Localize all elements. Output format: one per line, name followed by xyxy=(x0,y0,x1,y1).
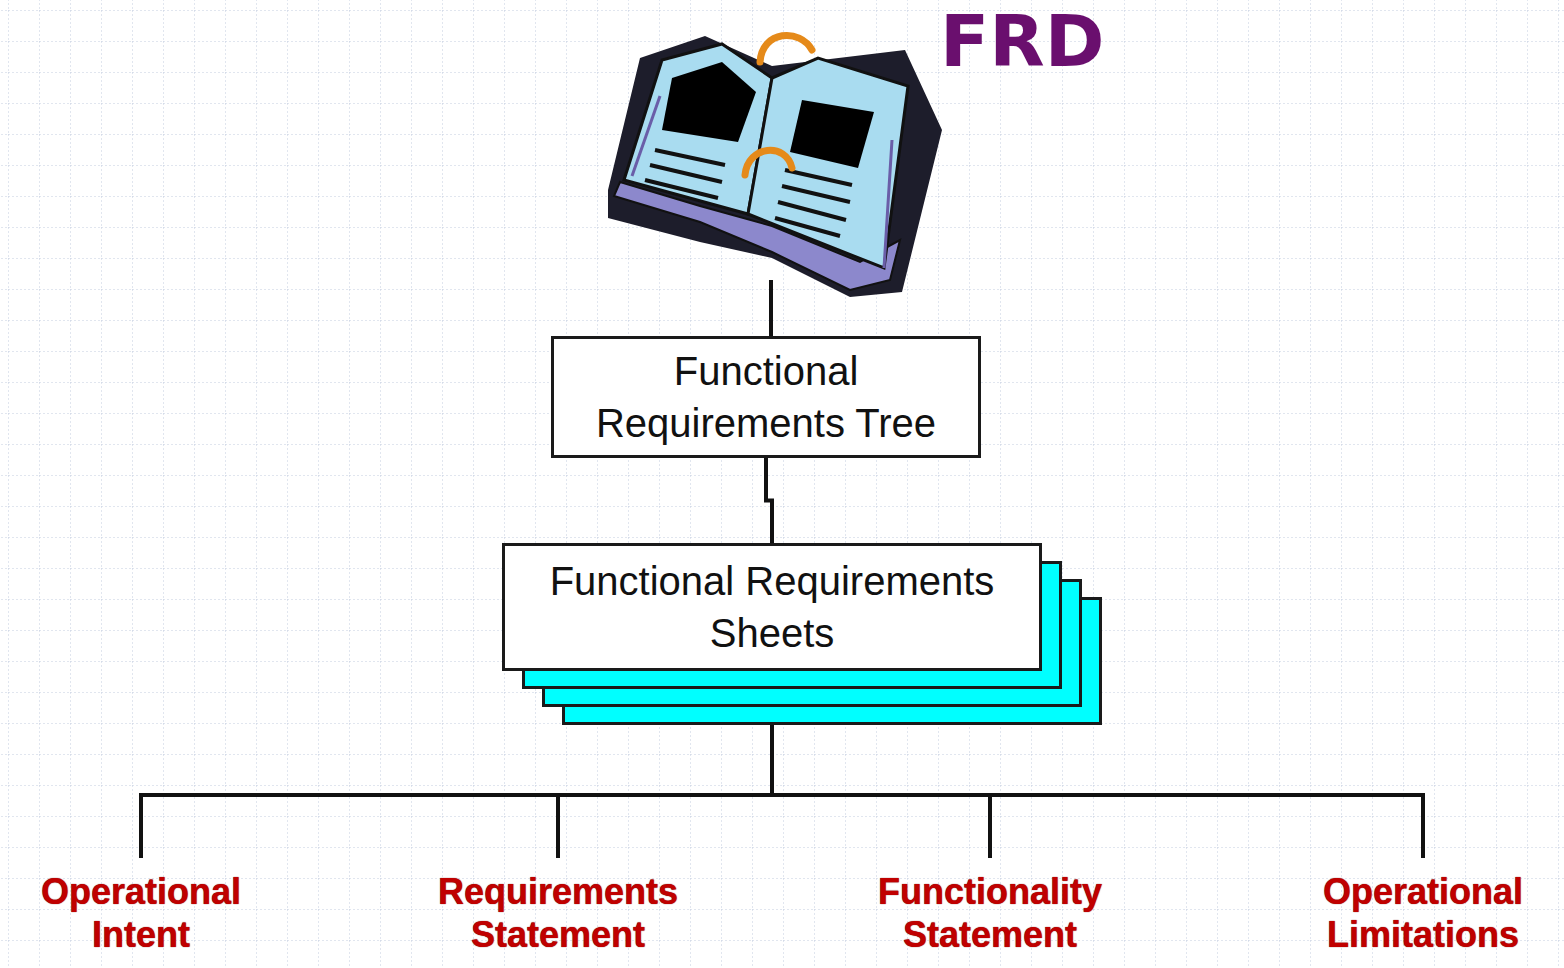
tree-box: Functional Requirements Tree xyxy=(551,336,981,458)
left-page xyxy=(624,44,772,214)
branch-label: Operational Limitations xyxy=(1288,870,1558,956)
diagram-title: FRD xyxy=(940,2,1104,81)
branch-label: Operational Intent xyxy=(6,870,276,956)
branch-text: Functionality Statement xyxy=(850,870,1130,956)
left-picture xyxy=(662,62,756,142)
box-text: Functional Requirements Sheets xyxy=(511,555,1033,659)
right-page xyxy=(748,58,908,268)
tree-connector xyxy=(141,725,772,858)
branch-text: Requirements Statement xyxy=(418,870,698,956)
page-shade xyxy=(632,96,892,268)
book-line xyxy=(769,280,773,336)
branch-text: Operational Limitations xyxy=(1288,870,1558,956)
tree-connector xyxy=(766,458,772,543)
sheets-stack: Functional Requirements Sheets xyxy=(502,543,1102,725)
branch-text: Operational Intent xyxy=(6,870,276,956)
requirements-box: Functional Requirements Tree xyxy=(551,336,981,458)
box-text: Functional Requirements Tree xyxy=(560,345,972,449)
right-picture xyxy=(790,100,874,168)
binder-rings xyxy=(745,35,812,175)
tree-connector xyxy=(558,725,772,858)
tree-connector xyxy=(772,725,1423,858)
requirements-box: Functional Requirements Sheets xyxy=(502,543,1042,671)
branch-label: Functionality Statement xyxy=(850,870,1130,956)
tree-connector xyxy=(772,725,990,858)
branch-label: Requirements Statement xyxy=(418,870,698,956)
text-lines xyxy=(645,150,852,236)
book-cover xyxy=(608,36,942,297)
